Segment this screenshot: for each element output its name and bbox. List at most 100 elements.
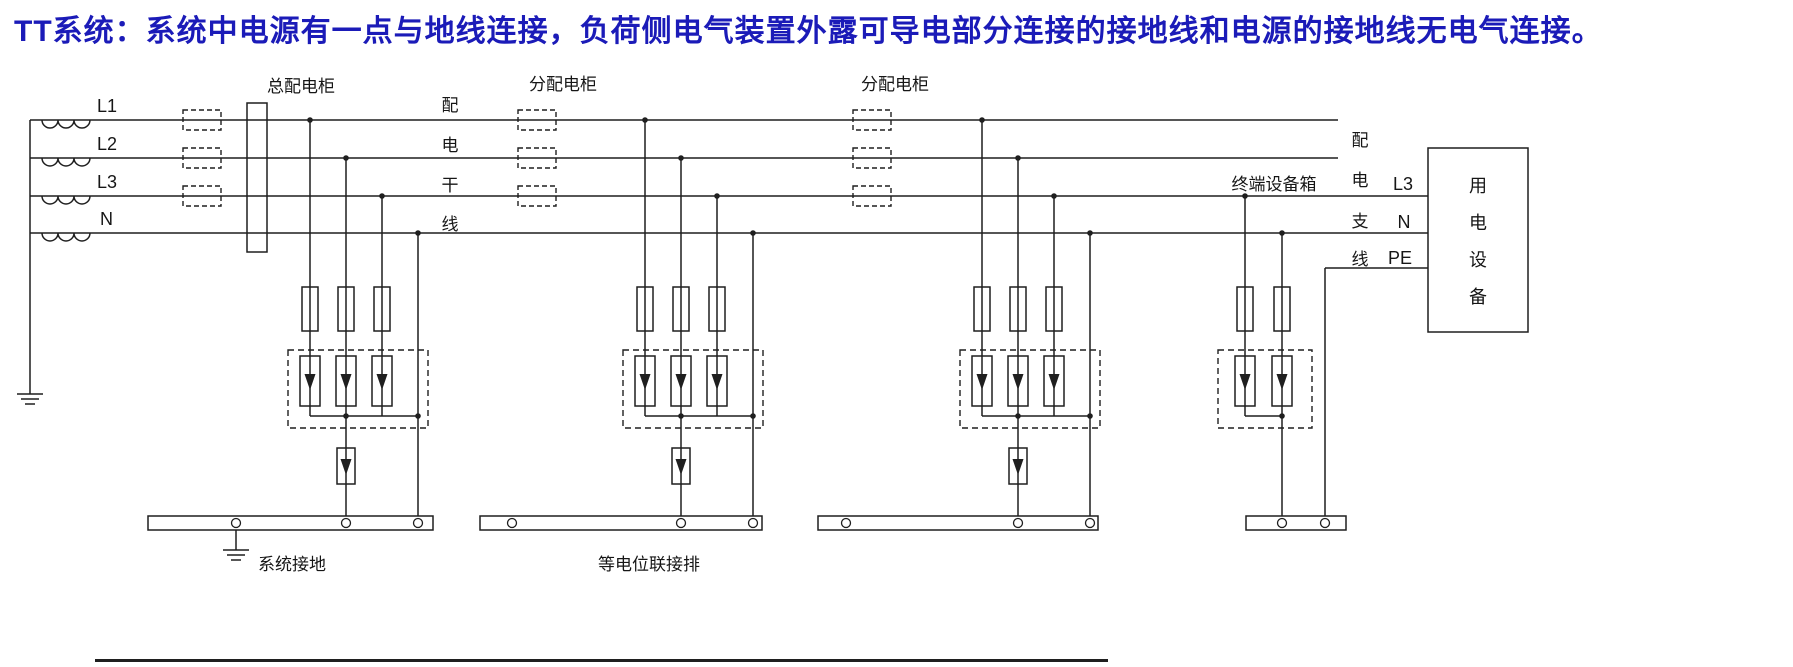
- breaker-icon: [852, 147, 892, 169]
- bar-hole: [340, 517, 352, 529]
- terminal-box-label: 终端设备箱: [1232, 175, 1317, 194]
- breaker-icon: [852, 109, 892, 131]
- terminal-label-pe: PE: [1388, 248, 1412, 268]
- tap-dot: [415, 230, 421, 236]
- tap-dot: [1087, 230, 1093, 236]
- breaker-icon: [182, 109, 222, 131]
- label-l1: L1: [97, 96, 117, 116]
- spd-group-box: [1217, 349, 1313, 429]
- junction-dot: [415, 413, 421, 419]
- main-cabinet-label: 总配电柜: [267, 77, 335, 96]
- load-device-char-1: 用: [1469, 176, 1487, 196]
- spd-arrow-icon: [340, 374, 352, 390]
- tap-dot: [1242, 193, 1248, 199]
- junction-dot: [678, 413, 684, 419]
- fuse-icon: [373, 286, 391, 332]
- winding-icon: [41, 195, 91, 205]
- bonding-bar-label: 等电位联接排: [598, 555, 700, 574]
- feeder-trunk-char-1: 配: [442, 96, 459, 115]
- spd-arrow-icon: [675, 374, 687, 390]
- fuse-icon: [337, 286, 355, 332]
- spd-arrow-icon: [675, 459, 687, 475]
- bonding-bar: [1245, 515, 1347, 531]
- system-ground-label: 系统接地: [258, 555, 326, 574]
- label-n: N: [100, 209, 113, 229]
- spd-group-box: [622, 349, 764, 429]
- feeder-trunk-char-4: 线: [442, 215, 459, 234]
- tap-dot: [714, 193, 720, 199]
- tap-dot: [678, 155, 684, 161]
- bar-hole: [840, 517, 852, 529]
- spd-arrow-icon: [340, 459, 352, 475]
- bar-hole: [506, 517, 518, 529]
- junction-dot: [1279, 413, 1285, 419]
- spd-group-box: [287, 349, 429, 429]
- breaker-icon: [182, 185, 222, 207]
- load-device-char-2: 电: [1469, 213, 1487, 233]
- fuse-icon: [708, 286, 726, 332]
- tap-dot: [307, 117, 313, 123]
- winding-icon: [41, 119, 91, 129]
- bar-hole: [1084, 517, 1096, 529]
- fuse-icon: [1045, 286, 1063, 332]
- label-l3: L3: [97, 172, 117, 192]
- spd-arrow-icon: [711, 374, 723, 390]
- junction-dot: [343, 413, 349, 419]
- branch-line-char-4: 线: [1352, 250, 1369, 269]
- junction-dot: [750, 413, 756, 419]
- tap-dot: [750, 230, 756, 236]
- terminal-label-l3: L3: [1393, 174, 1413, 194]
- fuse-icon: [1009, 286, 1027, 332]
- junction-dot: [1015, 413, 1021, 419]
- junction-dot: [1087, 413, 1093, 419]
- bar-hole: [675, 517, 687, 529]
- spd-group-box: [959, 349, 1101, 429]
- spd-arrow-icon: [304, 374, 316, 390]
- feeder-trunk-char-3: 干: [442, 176, 459, 195]
- fuse-icon: [973, 286, 991, 332]
- load-device-box: [1427, 147, 1529, 333]
- tap-dot: [1279, 230, 1285, 236]
- diagram-labels: L1 L2 L3 N 总配电柜 分配电柜 分配电柜 终端设备箱 配 电 干 线 …: [97, 75, 1487, 574]
- spd-arrow-icon: [1239, 374, 1251, 390]
- branch-line-char-1: 配: [1352, 131, 1369, 150]
- bar-hole: [747, 517, 759, 529]
- fuse-icon: [1236, 286, 1254, 332]
- main-cabinet-bus: [246, 102, 268, 253]
- tap-dot: [1015, 155, 1021, 161]
- sub-cabinet-2-label: 分配电柜: [861, 75, 929, 94]
- breaker-icon: [852, 185, 892, 207]
- load-device-char-3: 设: [1469, 250, 1487, 270]
- breaker-icon: [182, 147, 222, 169]
- bar-hole: [230, 517, 242, 529]
- bar-hole: [1319, 517, 1331, 529]
- breaker-icon: [517, 185, 557, 207]
- spd-arrow-icon: [1012, 459, 1024, 475]
- load-device-char-4: 备: [1469, 287, 1487, 307]
- tap-dot: [343, 155, 349, 161]
- tap-dot: [979, 117, 985, 123]
- page-title: TT系统：系统中电源有一点与地线连接，负荷侧电气装置外露可导电部分连接的接地线和…: [14, 15, 1603, 48]
- fuse-icon: [1273, 286, 1291, 332]
- diagram-geometry: [17, 102, 1529, 662]
- terminal-label-n: N: [1398, 212, 1411, 232]
- branch-line-char-3: 支: [1352, 212, 1369, 231]
- label-l2: L2: [97, 134, 117, 154]
- spd-arrow-icon: [1012, 374, 1024, 390]
- bonding-bar: [817, 515, 1099, 531]
- feeder-trunk-char-2: 电: [442, 136, 459, 155]
- tap-dot: [379, 193, 385, 199]
- winding-icon: [41, 157, 91, 167]
- spd-arrow-icon: [976, 374, 988, 390]
- spd-arrow-icon: [376, 374, 388, 390]
- bar-hole: [1012, 517, 1024, 529]
- spd-arrow-icon: [639, 374, 651, 390]
- spd-arrow-icon: [1276, 374, 1288, 390]
- breaker-icon: [517, 109, 557, 131]
- bonding-bar: [479, 515, 763, 531]
- tap-dot: [1051, 193, 1057, 199]
- winding-icon: [41, 232, 91, 242]
- fuse-icon: [672, 286, 690, 332]
- sub-cabinet-1-label: 分配电柜: [529, 75, 597, 94]
